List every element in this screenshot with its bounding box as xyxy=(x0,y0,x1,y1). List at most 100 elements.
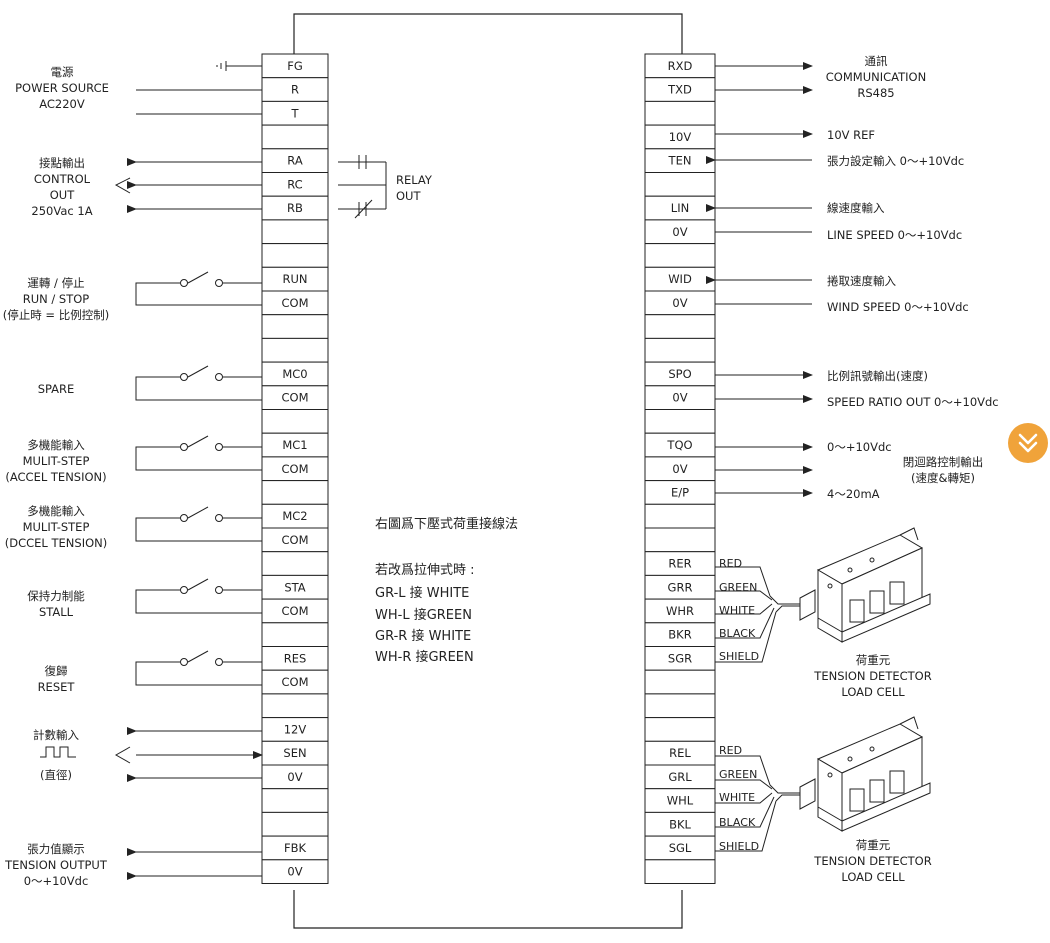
left-strip-cell xyxy=(261,409,329,434)
right-strip-cell xyxy=(644,503,716,529)
terminal-label: SPO xyxy=(668,367,691,381)
scroll-down-button[interactable] xyxy=(1008,423,1048,463)
terminal-label: 0V xyxy=(672,391,687,405)
terminal-label: TEN xyxy=(668,154,692,168)
svg-text:RED: RED xyxy=(719,557,742,570)
mc0-switch xyxy=(135,365,262,401)
terminal-label: COM xyxy=(281,391,308,405)
terminal-label: E/P xyxy=(671,485,689,499)
terminal-label: R xyxy=(291,83,299,97)
wire-color-labels-lower: RED GREEN WHITE BLACK SHIELD xyxy=(719,744,759,853)
right-strip-cell xyxy=(644,717,716,742)
right-strip-cell xyxy=(644,243,716,268)
right-strip-cell xyxy=(644,100,716,126)
load-cell-image-lower xyxy=(799,716,931,832)
right-strip-cell xyxy=(644,314,716,339)
terminal-label: 0V xyxy=(287,865,302,879)
controller-frame xyxy=(293,13,683,929)
terminal-label: SEN xyxy=(283,746,306,760)
switch-loops xyxy=(135,271,262,686)
pulse-waveform-icon xyxy=(40,746,76,758)
terminal-label: SGR xyxy=(668,651,692,665)
diameter-label: (直徑) xyxy=(40,768,72,782)
left-strip-cell xyxy=(261,480,329,505)
terminal-label: WHR xyxy=(666,604,694,618)
terminal-label: 0V xyxy=(287,770,302,784)
left-strip-cell xyxy=(261,219,329,245)
counter-input-label: 計數輸入 xyxy=(33,728,79,742)
terminal-label: RUN xyxy=(282,272,307,286)
terminal-label: RA xyxy=(287,154,303,168)
terminal-label: RES xyxy=(284,651,307,665)
wind-speed-label: WIND SPEED 0〜+10Vdc xyxy=(827,300,969,314)
mc2-switch xyxy=(135,506,262,542)
right-strip-cell xyxy=(644,527,716,553)
tension-setting-label: 張力設定輸入 0〜+10Vdc xyxy=(827,154,964,168)
terminal-label: GRL xyxy=(668,770,692,784)
svg-text:SHIELD: SHIELD xyxy=(719,840,759,853)
speed-ratio-cn-label: 比例訊號輸出(速度) xyxy=(827,369,928,383)
right-wiring xyxy=(706,62,813,497)
left-strip-cell xyxy=(261,811,329,837)
terminal-label: 10V xyxy=(669,130,692,144)
svg-text:RED: RED xyxy=(719,744,742,757)
left-strip-cell xyxy=(261,859,329,884)
terminal-label: TXD xyxy=(667,83,692,97)
terminal-label: COM xyxy=(281,462,308,476)
svg-text:WHITE: WHITE xyxy=(719,791,755,804)
terminal-label: COM xyxy=(281,533,308,547)
right-terminal-strip: RXDTXD10VTENLIN0VWID0VSPO0VTQO0VE/PRERGR… xyxy=(644,53,716,884)
terminal-label: 0V xyxy=(672,462,687,476)
svg-text:BLACK: BLACK xyxy=(719,816,756,829)
terminal-label: MC1 xyxy=(282,438,307,452)
right-strip-cell xyxy=(644,693,716,719)
terminal-label: LIN xyxy=(671,201,689,215)
terminal-label: WID xyxy=(668,272,692,286)
chevron-double-down-icon xyxy=(1018,433,1038,453)
voltage-output-label: 0〜+10Vdc xyxy=(827,440,892,454)
res-switch xyxy=(135,650,262,686)
right-strip-cell xyxy=(644,337,716,363)
load-cell-wiring-lower xyxy=(715,755,800,852)
load-cell-wiring-note: 右圖爲下壓式荷重接線法 若改爲拉伸式時 : GR-L 接 WHITE WH-L … xyxy=(375,516,522,665)
left-strip-cell xyxy=(261,243,329,268)
wind-speed-cn-label: 捲取速度輸入 xyxy=(827,274,896,288)
sta-switch xyxy=(135,578,262,614)
closed-loop-output-label: 閉迴路控制輸出(速度&轉矩) xyxy=(903,455,984,485)
left-terminal-strip: FGRTRARCRBRUNCOMMC0COMMC1COMMC2COMSTACOM… xyxy=(261,53,329,884)
load-cell-wiring-upper xyxy=(715,566,800,663)
terminal-label: WHL xyxy=(667,794,694,808)
terminal-label: RXD xyxy=(668,59,693,73)
svg-text:SHIELD: SHIELD xyxy=(719,650,759,663)
current-output-label: 4〜20mA xyxy=(827,487,880,501)
left-strip-cell xyxy=(261,622,329,647)
speed-ratio-label: SPEED RATIO OUT 0〜+10Vdc xyxy=(827,395,999,409)
left-strip-cell xyxy=(261,788,329,813)
ref-10v-label: 10V REF xyxy=(827,128,875,142)
spare-label: SPARE xyxy=(38,382,75,396)
svg-text:BLACK: BLACK xyxy=(719,627,756,640)
wire-color-labels-upper: RED GREEN WHITE BLACK SHIELD xyxy=(719,557,759,663)
line-speed-cn-label: 線速度輸入 xyxy=(827,201,885,215)
right-strip-cell xyxy=(644,859,716,884)
terminal-label: REL xyxy=(669,746,691,760)
terminal-label: BKL xyxy=(669,817,691,831)
left-strip-cell xyxy=(261,693,329,719)
terminal-label: 12V xyxy=(284,722,307,736)
terminal-label: BKR xyxy=(668,628,691,642)
right-strip-cell xyxy=(644,172,716,197)
right-strip-cell xyxy=(644,409,716,434)
terminal-label: COM xyxy=(281,296,308,310)
right-strip-cell xyxy=(644,669,716,695)
terminal-label: 0V xyxy=(672,296,687,310)
